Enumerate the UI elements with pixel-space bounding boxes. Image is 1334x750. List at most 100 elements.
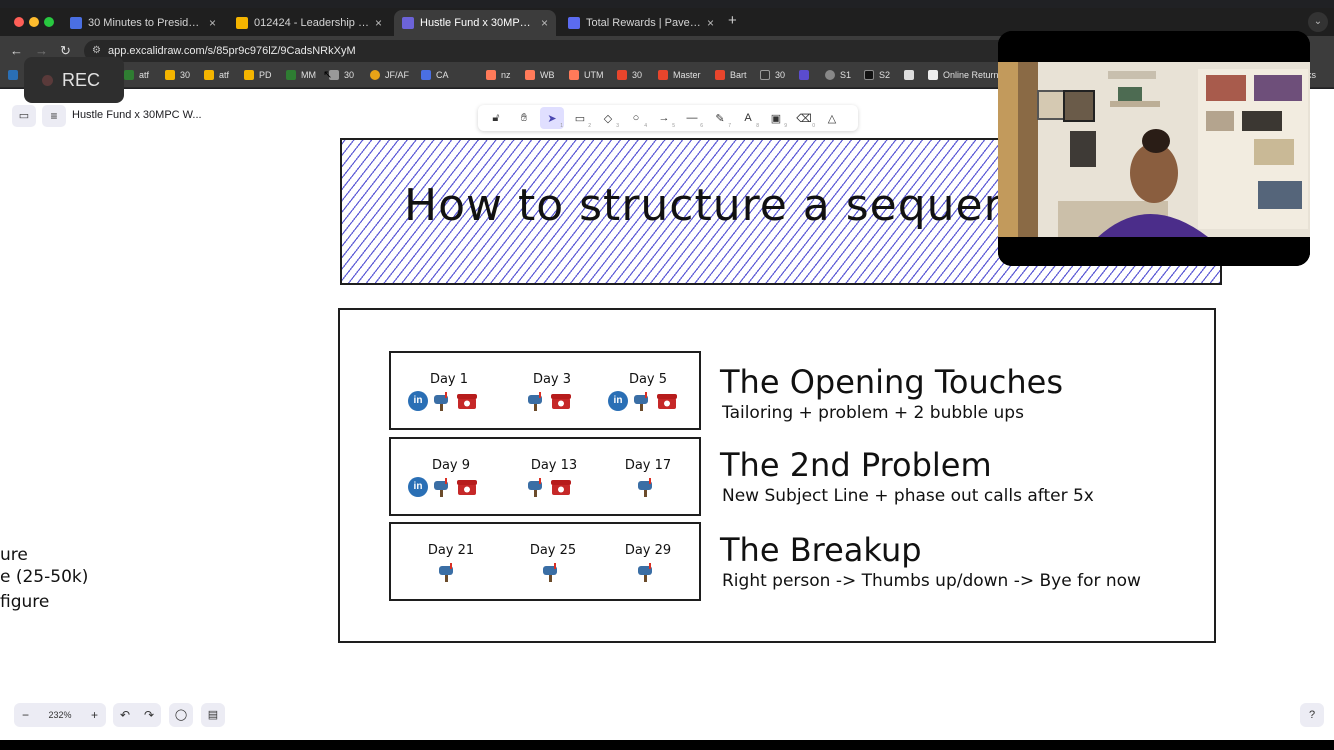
back-icon[interactable]: ←: [10, 43, 23, 58]
undo-icon[interactable]: ↶: [119, 708, 131, 722]
bookmark-item[interactable]: CA: [421, 70, 449, 80]
bookmark-item[interactable]: JF/AF: [370, 70, 409, 80]
docs-favicon-icon: [70, 17, 82, 29]
selection-tool[interactable]: ➤1: [540, 107, 564, 129]
record-dot-icon: [42, 74, 53, 86]
close-tab-icon[interactable]: ×: [540, 16, 548, 30]
bookmark-item[interactable]: PD: [244, 70, 272, 80]
zoom-in-button[interactable]: +: [90, 708, 98, 722]
banner-title: How to structure a sequen: [404, 180, 1013, 231]
ellipse-tool[interactable]: ○4: [624, 107, 648, 129]
webcam-video-image: [998, 31, 1310, 266]
bookmark-label: JF/AF: [385, 70, 409, 80]
bookmark-item[interactable]: atf: [204, 70, 229, 80]
zoom-level[interactable]: 232%: [48, 710, 72, 720]
comment-button[interactable]: ◯: [169, 703, 193, 727]
bookmark-item[interactable]: WB: [525, 70, 555, 80]
close-tab-icon[interactable]: ×: [706, 16, 714, 30]
main-menu-button[interactable]: ≡: [42, 105, 66, 127]
arrow-tool[interactable]: →5: [652, 107, 676, 129]
lock-tool[interactable]: 🔓︎: [484, 107, 508, 129]
tab-hustle-fund[interactable]: Hustle Fund x 30MPC Webinar ×: [394, 10, 556, 36]
excalidraw-favicon-icon: [402, 17, 414, 29]
diamond-tool[interactable]: ◇3: [596, 107, 620, 130]
bookmark-item[interactable]: atf: [124, 70, 149, 80]
bookmark-item[interactable]: Online Return: [928, 70, 999, 80]
line-icon: —: [686, 112, 698, 124]
touch-icons: [526, 391, 572, 411]
tool-shortcut: 2: [588, 123, 591, 129]
lock-icon: 🔓︎: [492, 111, 500, 124]
webcam-overlay[interactable]: [998, 31, 1310, 266]
bookmark-item[interactable]: MM: [286, 70, 316, 80]
bookmark-item[interactable]: UTM: [569, 70, 604, 80]
comment-icon: ◯: [174, 709, 188, 721]
row-box-second-problem[interactable]: Day 9 Day 13 Day 17 in: [389, 437, 701, 516]
touch-icons: [636, 477, 656, 497]
sidebar-toggle-button[interactable]: ▭: [12, 105, 36, 127]
analytics-icon: [760, 70, 770, 80]
new-tab-button[interactable]: +: [728, 12, 737, 29]
image-icon: ▣: [770, 112, 782, 125]
bookmark-label: 30: [180, 70, 191, 80]
bookmark-item[interactable]: S2: [864, 70, 890, 80]
forward-icon[interactable]: →: [35, 43, 48, 58]
bookmark-item[interactable]: S1: [825, 70, 851, 80]
minimize-window-icon[interactable]: [29, 17, 39, 27]
tab-president-club[interactable]: 30 Minutes to President's Clu ×: [62, 10, 224, 36]
eraser-tool[interactable]: ⌫0: [792, 107, 816, 130]
hubspot-icon: [525, 70, 535, 80]
redo-icon[interactable]: ↷: [143, 708, 155, 722]
close-tab-icon[interactable]: ×: [374, 16, 382, 30]
help-button[interactable]: ?: [1300, 703, 1324, 727]
rectangle-tool[interactable]: ▭2: [568, 107, 592, 130]
reload-icon[interactable]: ↻: [60, 43, 71, 58]
address-bar[interactable]: ⚙ app.excalidraw.com/s/85pr9c976lZ/9Cads…: [84, 40, 1024, 62]
url-text: app.excalidraw.com/s/85pr9c976lZ/9CadsNR…: [108, 45, 356, 57]
image-tool[interactable]: ▣9: [764, 107, 788, 130]
bookmark-label: 30: [344, 70, 355, 80]
maximize-window-icon[interactable]: [44, 17, 54, 27]
bookmark-item[interactable]: [799, 70, 814, 80]
bookmark-linkedin[interactable]: [8, 70, 23, 80]
tab-search-button[interactable]: ⌄: [1308, 12, 1328, 32]
bookmark-item[interactable]: [904, 70, 919, 80]
arrow-icon: →: [658, 112, 670, 124]
hand-tool[interactable]: ✋︎: [512, 107, 536, 129]
bookmark-item[interactable]: 30: [165, 70, 190, 80]
day-label: Day 17: [624, 458, 672, 473]
mailbox-icon: [528, 392, 542, 411]
line-tool[interactable]: —6: [680, 107, 704, 129]
bookmark-item[interactable]: Master: [658, 70, 701, 80]
slides-favicon-icon: [236, 17, 248, 29]
row-box-opening[interactable]: Day 1 Day 3 Day 5 in in: [389, 351, 701, 430]
extra-tools[interactable]: △: [820, 107, 844, 129]
docs-icon: [421, 70, 431, 80]
bookmark-label: atf: [139, 70, 150, 80]
bookmark-item[interactable]: 30: [329, 70, 354, 80]
bookmark-item[interactable]: nz: [486, 70, 511, 80]
site-settings-icon[interactable]: ⚙: [92, 45, 101, 56]
bookmark-icon: [370, 70, 380, 80]
bookmark-item[interactable]: 30: [617, 70, 642, 80]
touch-icons: in: [408, 477, 478, 497]
bookmark-item[interactable]: 30: [760, 70, 785, 80]
bookmark-item[interactable]: Bart: [715, 70, 747, 80]
day-label: Day 3: [532, 372, 572, 387]
presentation-button[interactable]: ▤: [201, 703, 225, 727]
close-window-icon[interactable]: [14, 17, 24, 27]
tab-total-rewards[interactable]: Total Rewards | Pave | Data-D ×: [560, 10, 722, 36]
tab-leadership[interactable]: 012424 - Leadership 50 Custo ×: [228, 10, 390, 36]
bookmark-label: 30: [775, 70, 786, 80]
close-tab-icon[interactable]: ×: [208, 16, 216, 30]
tool-shortcut: 9: [784, 123, 787, 129]
bookmark-item[interactable]: rks: [1304, 70, 1316, 80]
draw-tool[interactable]: ✎7: [708, 107, 732, 130]
diamond-icon: ◇: [603, 112, 613, 125]
zoom-out-button[interactable]: −: [22, 708, 30, 722]
sequence-frame[interactable]: Day 1 Day 3 Day 5 in in The Ope: [338, 308, 1216, 643]
linkedin-icon: in: [408, 391, 428, 411]
tool-shortcut: 7: [728, 123, 731, 129]
row-box-breakup[interactable]: Day 21 Day 25 Day 29: [389, 522, 701, 601]
